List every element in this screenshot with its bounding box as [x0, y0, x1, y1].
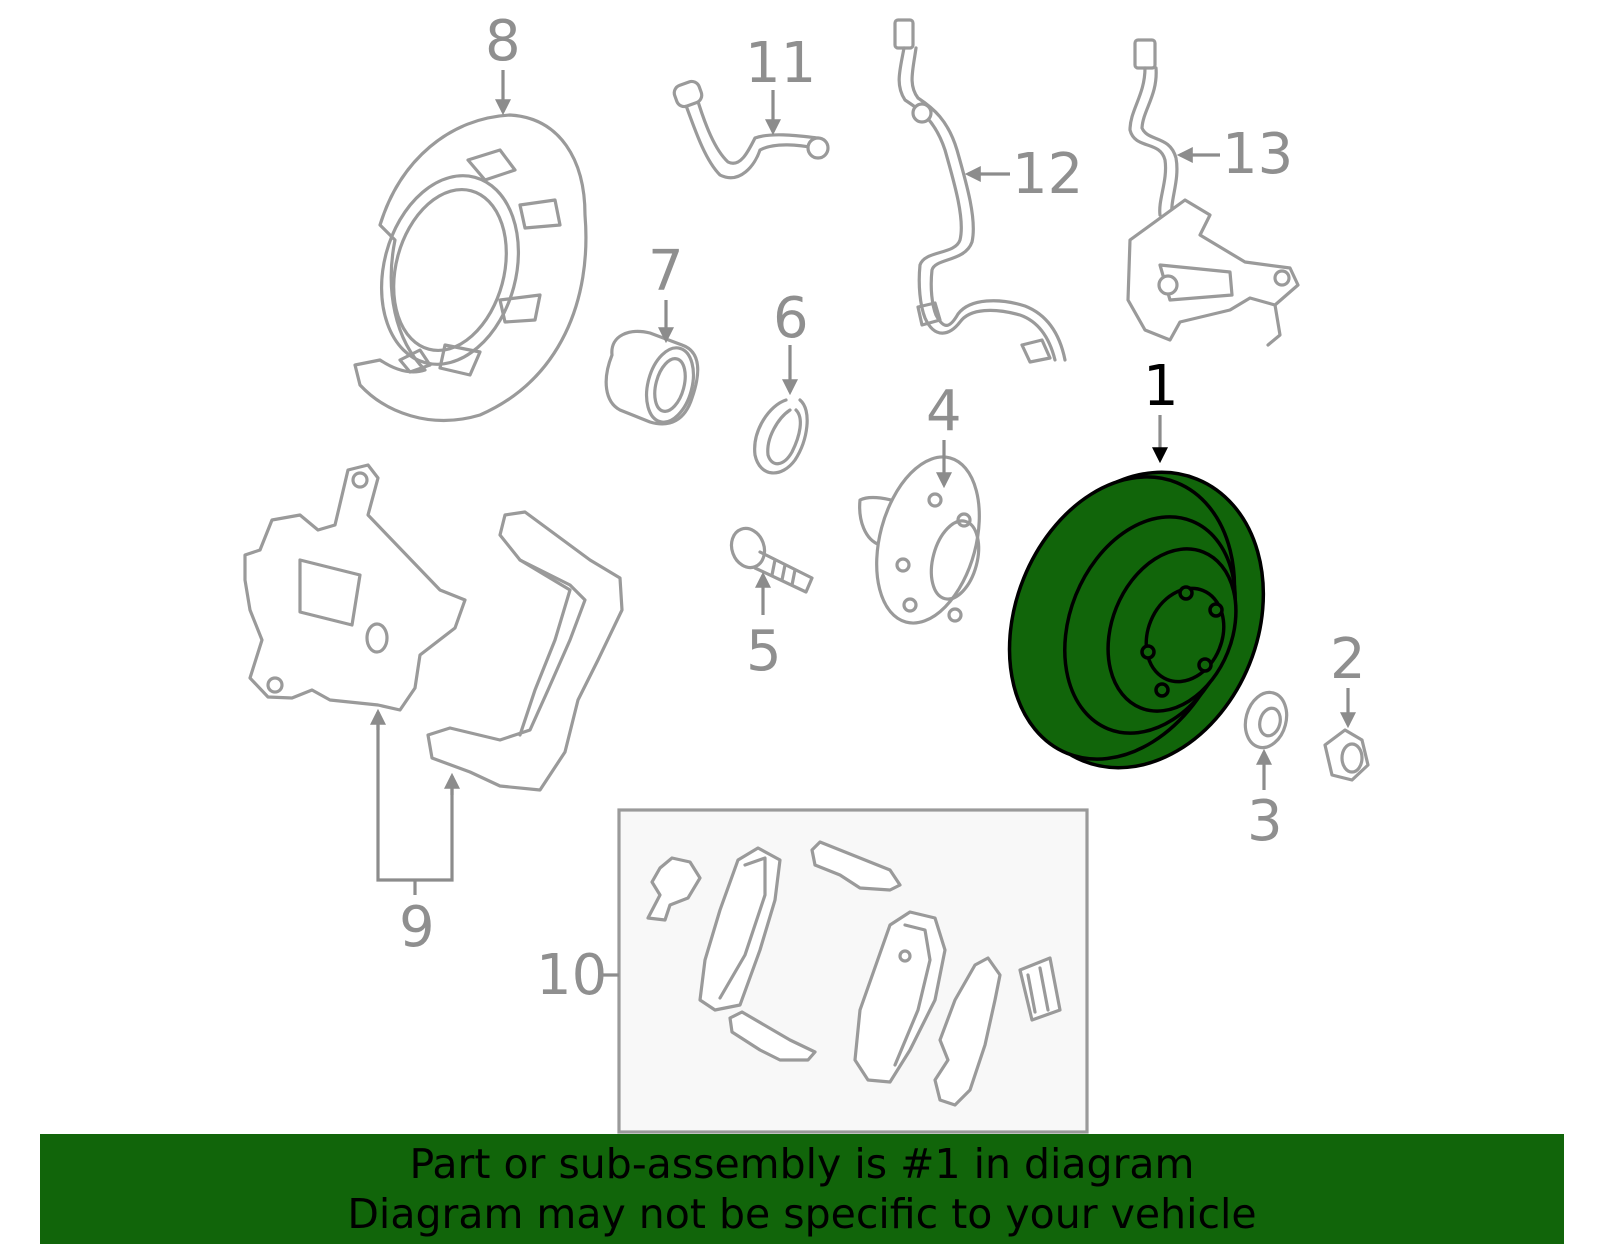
nut-part [1323, 728, 1370, 782]
abs-sensor-harness-rear-part [1126, 38, 1300, 347]
callout-9: 9 [399, 895, 435, 960]
callout-5: 5 [746, 619, 782, 684]
washer-part [1243, 690, 1289, 750]
diagram-notice-banner: Part or sub-assembly is #1 in diagram Di… [40, 1134, 1564, 1244]
dust-shield-part [353, 113, 588, 423]
caliper-bracket-part [426, 510, 624, 792]
callout-8: 8 [485, 9, 521, 74]
banner-line-part-number: Part or sub-assembly is #1 in diagram [409, 1140, 1195, 1188]
snap-ring-part [753, 398, 809, 475]
callout-1: 1 [1143, 354, 1179, 419]
leader-9 [376, 712, 454, 895]
callout-10: 10 [536, 943, 607, 1008]
wheel-stud-part [729, 526, 814, 594]
caliper-part [243, 463, 467, 712]
brake-rotor-part [1007, 470, 1266, 770]
callout-6: 6 [773, 286, 809, 351]
brake-pad-kit-part [617, 808, 1089, 1134]
callout-11: 11 [745, 31, 816, 96]
callout-4: 4 [926, 379, 962, 444]
callout-2: 2 [1330, 627, 1366, 692]
callout-13: 13 [1222, 122, 1293, 187]
brake-hose-part [672, 79, 830, 180]
banner-line-disclaimer: Diagram may not be specific to your vehi… [347, 1190, 1257, 1238]
callout-7: 7 [648, 239, 684, 304]
callout-12: 12 [1012, 142, 1083, 207]
abs-sensor-harness-front-part [893, 18, 1067, 364]
callout-3: 3 [1247, 789, 1283, 854]
wheel-hub-part [858, 455, 981, 625]
wheel-bearing-part [604, 329, 700, 426]
